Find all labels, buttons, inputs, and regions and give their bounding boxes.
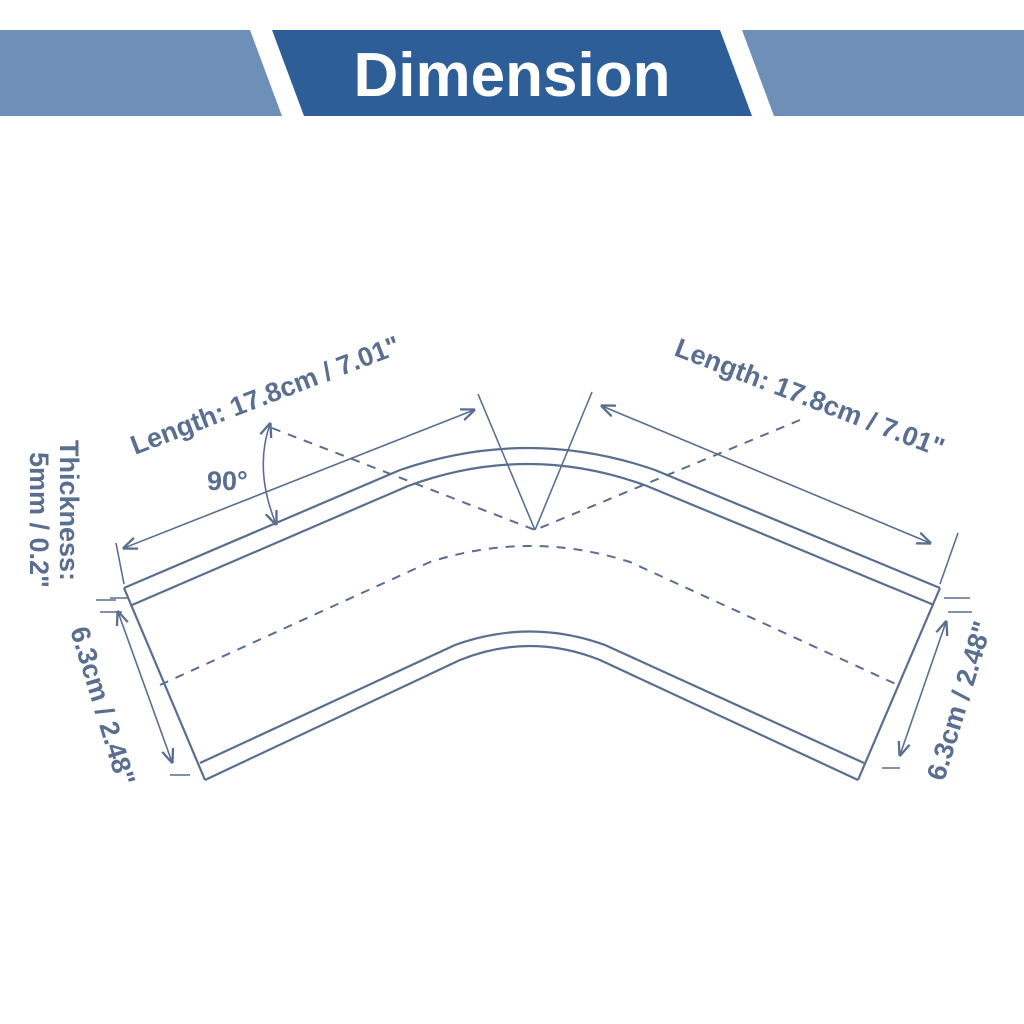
angle-arc — [263, 424, 276, 524]
thickness-dimension: Thickness: 5mm / 0.2" — [24, 440, 122, 613]
diameter-right-dimension: 6.3cm / 2.48" — [882, 597, 998, 784]
page-title: Dimension — [354, 41, 671, 110]
length-right-arrow — [602, 406, 930, 543]
length-left-dimension: Length: 17.8cm / 7.01" — [115, 330, 474, 585]
thickness-label-line1: Thickness: — [54, 440, 84, 581]
v-guide-right — [534, 391, 593, 531]
length-right-label: Length: 17.8cm / 7.01" — [671, 333, 949, 463]
hose-centerline — [159, 545, 899, 686]
v-guide-left — [477, 393, 536, 531]
diameter-left-dimension: 6.3cm / 2.48" — [64, 597, 190, 789]
diameter-left-arrow — [118, 612, 172, 762]
diameter-left-label: 6.3cm / 2.48" — [64, 623, 141, 789]
angle-construction-left — [271, 427, 536, 531]
diameter-right-arrow — [900, 622, 946, 755]
angle-dimension: 90° — [207, 424, 276, 524]
length-right-dimension: Length: 17.8cm / 7.01" — [602, 333, 959, 585]
thickness-label-line2: 5mm / 0.2" — [24, 452, 54, 588]
elbow-hose-drawing — [122, 391, 942, 781]
hose-inner-top-edge — [131, 462, 935, 607]
hose-inner-bottom-edge — [199, 630, 865, 765]
diameter-right-label: 6.3cm / 2.48" — [921, 618, 998, 784]
header-title-plate — [272, 30, 752, 116]
length-left-arrow — [124, 410, 474, 548]
header-band-left — [0, 30, 282, 116]
angle-label: 90° — [207, 466, 248, 496]
header-banner: Dimension — [0, 30, 1024, 116]
hose-outer-bottom-edge — [204, 644, 859, 781]
header-band-right — [742, 30, 1024, 116]
